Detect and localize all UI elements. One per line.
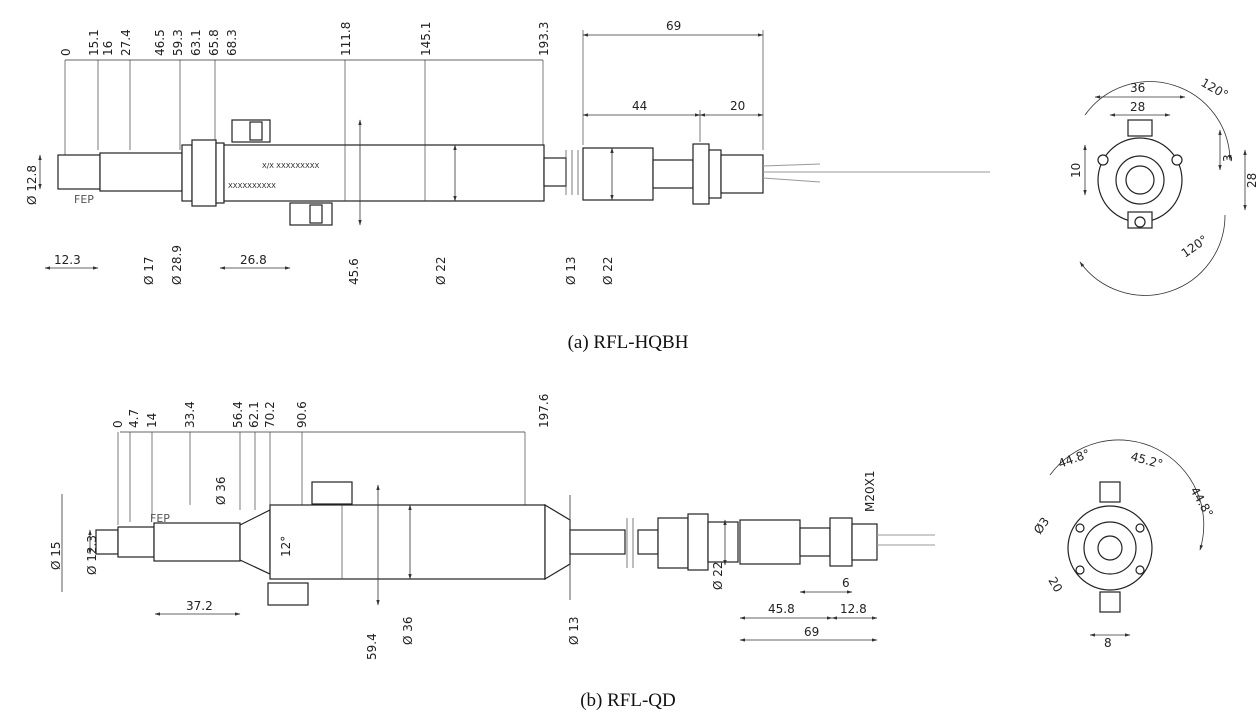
qd-dim-0: 0: [111, 420, 125, 428]
qd-len-45-8: 45.8: [768, 602, 795, 616]
hqbh-dia-22b: Ø 22: [601, 256, 615, 285]
hqbh-dia-22: Ø 22: [434, 256, 448, 285]
qd-dia-13: Ø 13: [567, 616, 581, 645]
hqbh-dim-16: 16: [101, 41, 115, 56]
hqbh-dim-111-8: 111.8: [339, 22, 353, 56]
hqbh-dia-12-8: Ø 12.8: [25, 165, 39, 205]
hqbh-dim-27-4: 27.4: [119, 29, 133, 56]
caption-qd: (b) RFL-QD: [580, 690, 676, 711]
qd-dim-4-7: 4.7: [127, 409, 141, 428]
qd-dim-33-4: 33.4: [183, 401, 197, 428]
qd-end-20: 20: [1045, 575, 1065, 595]
qd-end-44-8-right: 44.8°: [1187, 485, 1215, 520]
hqbh-dim-63-1: 63.1: [189, 29, 203, 56]
qd-len-37-2: 37.2: [186, 599, 213, 613]
hqbh-end-120-bottom: 120°: [1179, 232, 1211, 260]
qd-dim-62-1: 62.1: [247, 401, 261, 428]
hqbh-label-line: X/X XXXXXXXXX: [262, 162, 320, 170]
hqbh-dim-46-5: 46.5: [153, 29, 167, 56]
hqbh-end-10: 10: [1069, 163, 1083, 178]
qd-dim-14: 14: [145, 413, 159, 428]
hqbh-dim-15-1: 15.1: [87, 29, 101, 56]
hqbh-end-28b: 28: [1245, 173, 1256, 188]
qd-dia-15: Ø 15: [49, 541, 63, 570]
hqbh-fep-label: FEP: [74, 193, 94, 206]
hqbh-end-3: 3: [1221, 154, 1235, 162]
qd-thread-m20x1: M20X1: [863, 471, 877, 512]
hqbh-dim-69: 69: [666, 19, 681, 33]
hqbh-end-36: 36: [1130, 81, 1145, 95]
qd-dim-90-6: 90.6: [295, 401, 309, 428]
qd-end-8: 8: [1104, 636, 1112, 650]
hqbh-dim-44: 44: [632, 99, 647, 113]
qd-end-44-8-left: 44.8°: [1056, 446, 1092, 470]
hqbh-dim-0: 0: [59, 48, 73, 56]
hqbh-dim-20: 20: [730, 99, 745, 113]
qd-len-59-4: 59.4: [365, 633, 379, 660]
hqbh-len-12-3: 12.3: [54, 253, 81, 267]
hqbh-end-120-top: 120°: [1199, 75, 1231, 102]
qd-dia-12-3: Ø 12.3: [85, 535, 99, 575]
hqbh-len-45-6: 45.6: [347, 258, 361, 285]
hqbh-dim-59-3: 59.3: [171, 29, 185, 56]
hqbh-dim-68-3: 68.3: [225, 29, 239, 56]
qd-dim-56-4: 56.4: [231, 401, 245, 428]
hqbh-dim-193-3: 193.3: [537, 22, 551, 56]
qd-len-12-8: 12.8: [840, 602, 867, 616]
qd-angle-12: 12°: [279, 536, 293, 557]
caption-hqbh: (a) RFL-HQBH: [567, 332, 689, 353]
hqbh-dim-145-1: 145.1: [419, 22, 433, 56]
hqbh-side-view: X/X XXXXXXXXX XXXXXXXXXX 0 15.1 16 27.4 …: [25, 19, 990, 285]
hqbh-dim-65-8: 65.8: [207, 29, 221, 56]
hqbh-label-code: XXXXXXXXXX: [228, 182, 276, 190]
qd-dia-36: Ø 36: [401, 616, 415, 645]
qd-len-69: 69: [804, 625, 819, 639]
hqbh-len-26-8: 26.8: [240, 253, 267, 267]
qd-side-view: 0 4.7 14 33.4 56.4 62.1 70.2 90.6 197.6 …: [49, 394, 935, 660]
hqbh-dia-28-9: Ø 28.9: [170, 245, 184, 285]
qd-end-dia-3: Ø3: [1031, 515, 1052, 537]
hqbh-dia-17: Ø 17: [142, 256, 156, 285]
qd-dia-22: Ø 22: [711, 561, 725, 590]
qd-dia-36-top: Ø 36: [214, 476, 228, 505]
hqbh-end-28: 28: [1130, 100, 1145, 114]
qd-dim-197-6: 197.6: [537, 394, 551, 428]
qd-end-45-2: 45.2°: [1129, 449, 1164, 471]
qd-dim-70-2: 70.2: [263, 401, 277, 428]
qd-fep-label: FEP: [150, 512, 170, 525]
qd-end-view: 44.8° 45.2° 44.8° Ø3 20 8: [1031, 439, 1216, 650]
hqbh-dia-13: Ø 13: [564, 256, 578, 285]
qd-len-6: 6: [842, 576, 850, 590]
hqbh-end-view: 36 28 10 3 28 120° 120°: [1069, 75, 1256, 296]
